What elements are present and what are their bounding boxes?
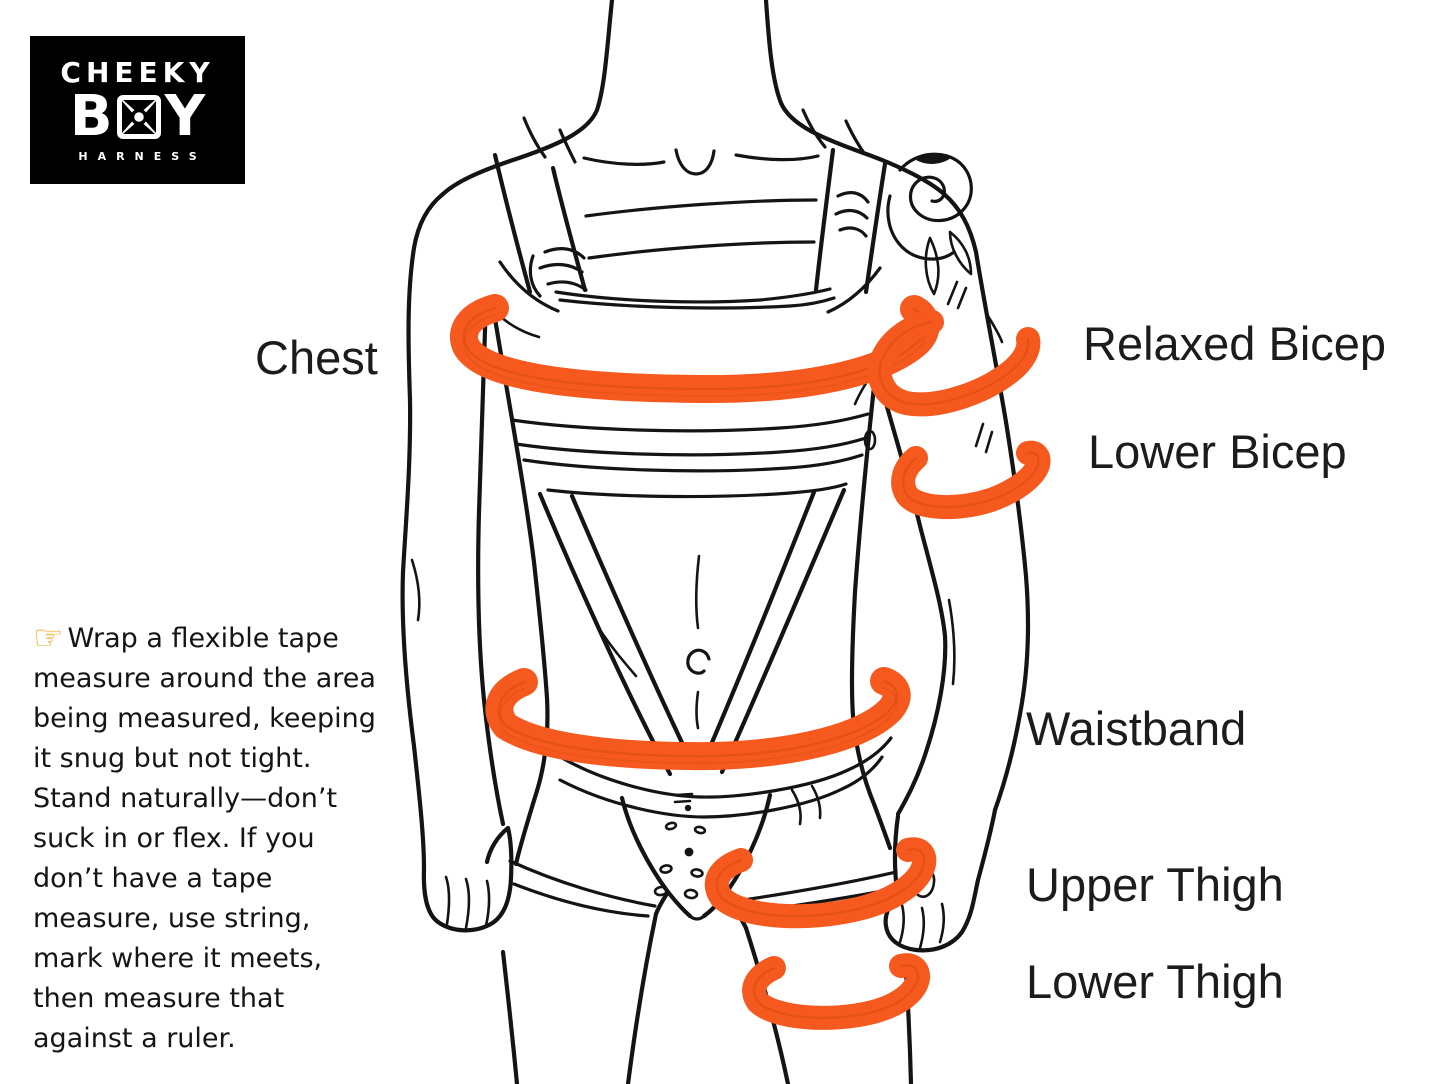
logo-letter-b: B <box>69 83 113 149</box>
chest-details <box>498 148 882 730</box>
waistband-measurement-band <box>485 667 911 771</box>
instructions-text: Wrap a flexible tape measure around the … <box>33 623 376 1054</box>
pointing-hand-icon: ☞ <box>33 618 64 658</box>
chest-measurement-band <box>450 294 940 404</box>
relaxed-bicep-label: Relaxed Bicep <box>1083 317 1387 370</box>
measurement-bands <box>450 294 1051 1030</box>
lower-bicep-label: Lower Bicep <box>1088 425 1347 478</box>
strap-knot-right <box>836 191 870 204</box>
rose-tattoo <box>886 152 994 454</box>
harness-x-icon <box>116 94 161 139</box>
upper-thigh-measurement-band <box>704 837 937 929</box>
logo-letter-y: Y <box>164 83 206 149</box>
left-hand <box>421 825 514 933</box>
sternal-notch <box>674 148 716 176</box>
harness-straps <box>492 108 888 777</box>
lower-thigh-measurement-band <box>742 953 931 1030</box>
logo-wordmark-harness: HARNESS <box>78 149 207 163</box>
chest-label: Chest <box>255 331 378 384</box>
strap-ring <box>863 429 877 451</box>
strap-knot-left <box>543 247 586 260</box>
lower-thigh-label: Lower Thigh <box>1026 955 1284 1008</box>
right-hand <box>883 807 998 953</box>
relaxed-bicep-measurement-band <box>867 310 1041 417</box>
upper-thigh-label: Upper Thigh <box>1026 858 1284 911</box>
logo-wordmark-cheeky: CHEEKY <box>60 55 215 89</box>
lower-bicep-measurement-band <box>891 440 1051 520</box>
measuring-instructions: ☞Wrap a flexible tape measure around the… <box>33 618 453 1059</box>
navel <box>686 648 711 675</box>
logo-wordmark-boy: B Y <box>69 83 206 149</box>
waistband-label: Waistband <box>1026 702 1247 755</box>
brand-logo: CHEEKY B Y HARNESS <box>30 36 245 184</box>
